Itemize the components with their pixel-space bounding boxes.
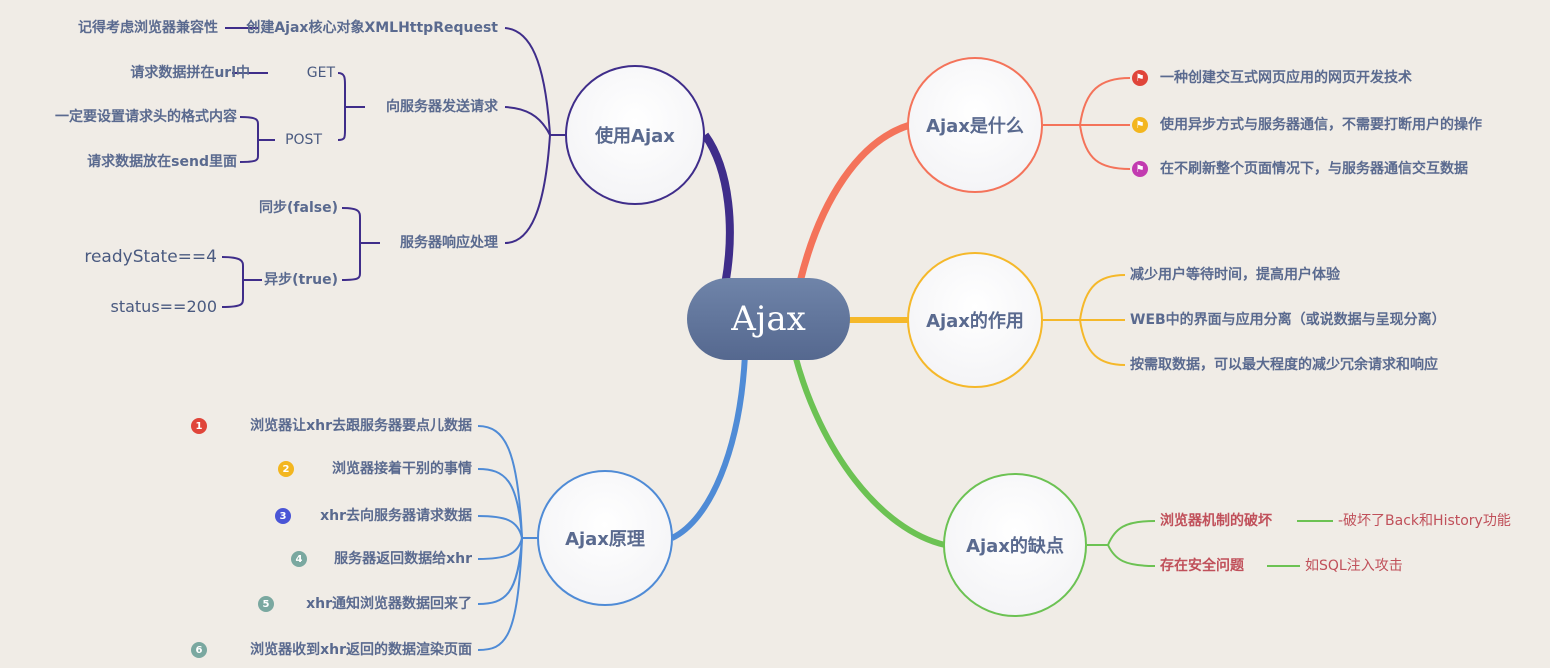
node-async[interactable]: 异步(true) — [264, 272, 338, 288]
principle-connectors — [477, 425, 538, 651]
node-what-item[interactable]: 在不刷新整个页面情况下，与服务器通信交互数据 — [1160, 161, 1468, 177]
flag-icon: ⚑ — [1132, 70, 1148, 86]
node-send-request[interactable]: 向服务器发送请求 — [386, 99, 498, 115]
cons-connectors — [1087, 520, 1333, 567]
topic-ajax-cons[interactable]: Ajax的缺点 — [943, 473, 1087, 617]
node-principle-step[interactable]: 浏览器让xhr去跟服务器要点儿数据 — [250, 418, 472, 434]
flag-icon: ⚑ — [1132, 117, 1148, 133]
node-cons-item[interactable]: 存在安全问题 — [1160, 558, 1244, 574]
number-1-icon: 1 — [191, 418, 207, 434]
node-compat-note[interactable]: 记得考虑浏览器兼容性 — [78, 20, 218, 36]
node-principle-step[interactable]: 服务器返回数据给xhr — [334, 551, 472, 567]
node-role-item[interactable]: 减少用户等待时间，提高用户体验 — [1130, 267, 1340, 283]
node-post-note[interactable]: 一定要设置请求头的格式内容 — [55, 109, 237, 125]
topic-use-ajax[interactable]: 使用Ajax — [565, 65, 705, 205]
node-status[interactable]: status==200 — [110, 297, 217, 316]
node-post-note[interactable]: 请求数据放在send里面 — [87, 154, 237, 170]
node-post[interactable]: POST — [285, 132, 322, 148]
node-role-item[interactable]: 按需取数据，可以最大程度的减少冗余请求和响应 — [1130, 357, 1438, 373]
central-topic[interactable]: Ajax — [687, 278, 850, 360]
node-role-item[interactable]: WEB中的界面与应用分离（或说数据与呈现分离） — [1130, 312, 1446, 328]
node-cons-item[interactable]: 浏览器机制的破坏 — [1160, 513, 1272, 529]
node-what-item[interactable]: 一种创建交互式网页应用的网页开发技术 — [1160, 70, 1412, 86]
number-6-icon: 6 — [191, 642, 207, 658]
node-principle-step[interactable]: 浏览器接着干别的事情 — [332, 461, 472, 477]
node-create-xhr[interactable]: 创建Ajax核心对象XMLHttpRequest — [246, 20, 498, 36]
role-connectors — [1043, 274, 1126, 366]
node-cons-note[interactable]: -破坏了Back和History功能 — [1338, 513, 1511, 529]
flag-icon: ⚑ — [1132, 161, 1148, 177]
use-connectors — [221, 27, 566, 308]
node-get-note[interactable]: 请求数据拼在url中 — [130, 65, 250, 81]
number-3-icon: 3 — [275, 508, 291, 524]
node-cons-note[interactable]: 如SQL注入攻击 — [1305, 558, 1403, 574]
node-what-item[interactable]: 使用异步方式与服务器通信，不需要打断用户的操作 — [1160, 117, 1482, 133]
what-connectors — [1043, 77, 1131, 170]
branch-what — [796, 121, 912, 283]
number-4-icon: 4 — [291, 551, 307, 567]
topic-ajax-role[interactable]: Ajax的作用 — [907, 252, 1043, 388]
node-principle-step[interactable]: xhr通知浏览器数据回来了 — [306, 596, 472, 612]
node-get[interactable]: GET — [306, 65, 335, 81]
node-principle-step[interactable]: 浏览器收到xhr返回的数据渲染页面 — [250, 642, 472, 658]
topic-ajax-principle[interactable]: Ajax原理 — [537, 470, 673, 606]
node-response[interactable]: 服务器响应处理 — [400, 235, 498, 251]
branch-cons — [792, 354, 946, 548]
node-ready-state[interactable]: readyState==4 — [84, 247, 217, 267]
topic-what-is-ajax[interactable]: Ajax是什么 — [907, 57, 1043, 193]
number-5-icon: 5 — [258, 596, 274, 612]
branch-principle — [670, 354, 748, 541]
number-2-icon: 2 — [278, 461, 294, 477]
branch-use — [701, 132, 734, 286]
node-sync[interactable]: 同步(false) — [259, 200, 338, 216]
node-principle-step[interactable]: xhr去向服务器请求数据 — [320, 508, 472, 524]
